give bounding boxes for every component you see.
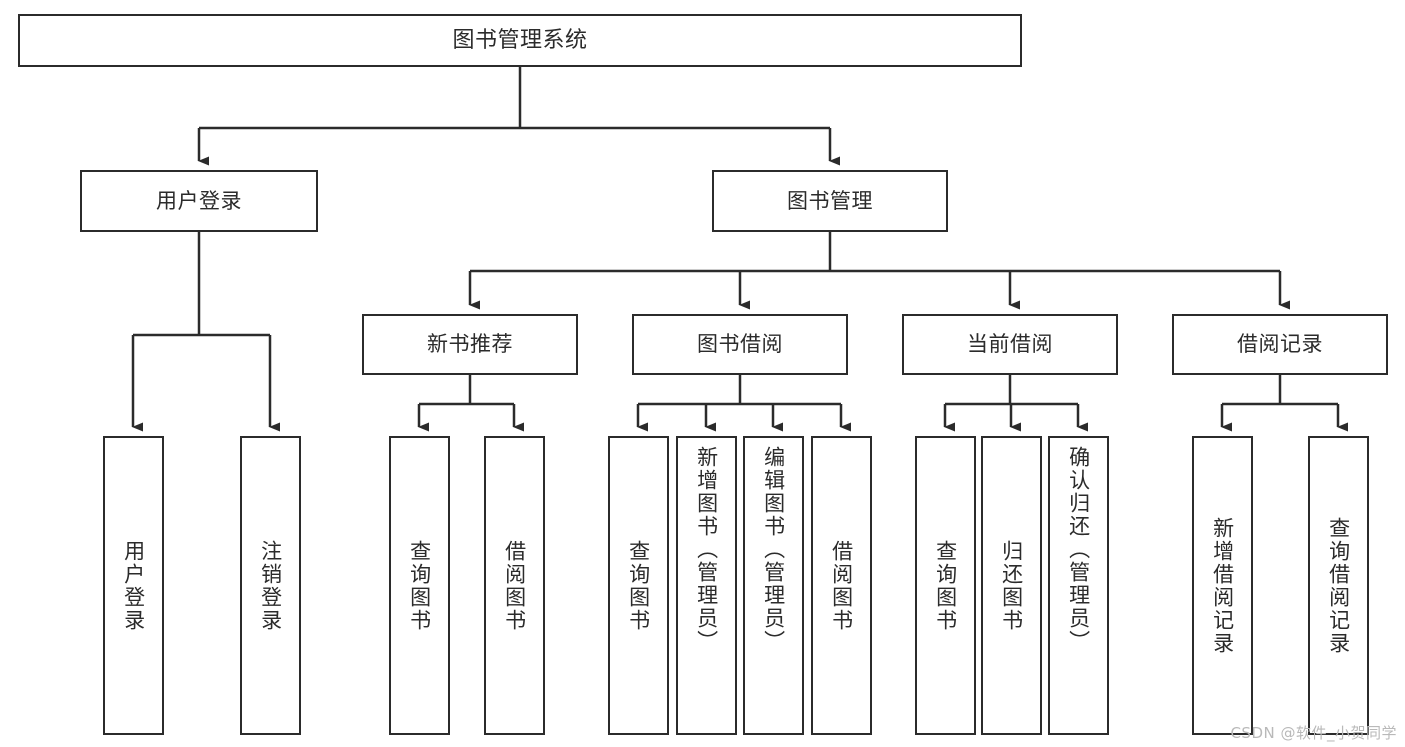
node-leaf-new-book-query[interactable]: 查询图书	[389, 436, 450, 735]
node-label: 新书推荐	[427, 332, 513, 357]
node-label: 确认归还（管理员）	[1066, 446, 1091, 653]
node-label: 查询图书	[933, 539, 958, 632]
node-label: 用户登录	[156, 188, 242, 213]
node-label: 借阅图书	[502, 539, 527, 632]
node-label: 查询借阅记录	[1326, 516, 1351, 655]
node-leaf-current-borrow-confirm[interactable]: 确认归还（管理员）	[1048, 436, 1109, 735]
node-label: 新增图书（管理员）	[694, 446, 719, 653]
node-book-borrow[interactable]: 图书借阅	[632, 314, 848, 375]
node-label: 归还图书	[999, 539, 1024, 632]
node-book-management[interactable]: 图书管理	[712, 170, 948, 232]
node-leaf-borrow-record-query[interactable]: 查询借阅记录	[1308, 436, 1369, 735]
node-borrow-record[interactable]: 借阅记录	[1172, 314, 1388, 375]
node-leaf-borrow-record-add[interactable]: 新增借阅记录	[1192, 436, 1253, 735]
node-label: 图书管理	[787, 188, 873, 213]
node-user-login[interactable]: 用户登录	[80, 170, 318, 232]
node-leaf-new-book-borrow[interactable]: 借阅图书	[484, 436, 545, 735]
node-current-borrow[interactable]: 当前借阅	[902, 314, 1118, 375]
node-label: 图书管理系统	[452, 27, 588, 53]
node-leaf-user-login-logout[interactable]: 注销登录	[240, 436, 301, 735]
node-leaf-current-borrow-return[interactable]: 归还图书	[981, 436, 1042, 735]
node-label: 注销登录	[258, 539, 283, 632]
node-label: 借阅图书	[829, 539, 854, 632]
node-new-book-recommend[interactable]: 新书推荐	[362, 314, 578, 375]
node-label: 新增借阅记录	[1210, 516, 1235, 655]
node-label: 当前借阅	[967, 332, 1053, 357]
node-leaf-current-borrow-query[interactable]: 查询图书	[915, 436, 976, 735]
node-label: 用户登录	[121, 539, 146, 632]
node-label: 借阅记录	[1237, 332, 1323, 357]
node-leaf-book-borrow-add[interactable]: 新增图书（管理员）	[676, 436, 737, 735]
node-leaf-book-borrow-edit[interactable]: 编辑图书（管理员）	[743, 436, 804, 735]
node-label: 编辑图书（管理员）	[761, 446, 786, 653]
node-root-book-management-system[interactable]: 图书管理系统	[18, 14, 1022, 67]
node-leaf-book-borrow-borrow[interactable]: 借阅图书	[811, 436, 872, 735]
node-label: 查询图书	[626, 539, 651, 632]
node-label: 图书借阅	[697, 332, 783, 357]
node-label: 查询图书	[407, 539, 432, 632]
node-leaf-user-login-login[interactable]: 用户登录	[103, 436, 164, 735]
node-leaf-book-borrow-query[interactable]: 查询图书	[608, 436, 669, 735]
